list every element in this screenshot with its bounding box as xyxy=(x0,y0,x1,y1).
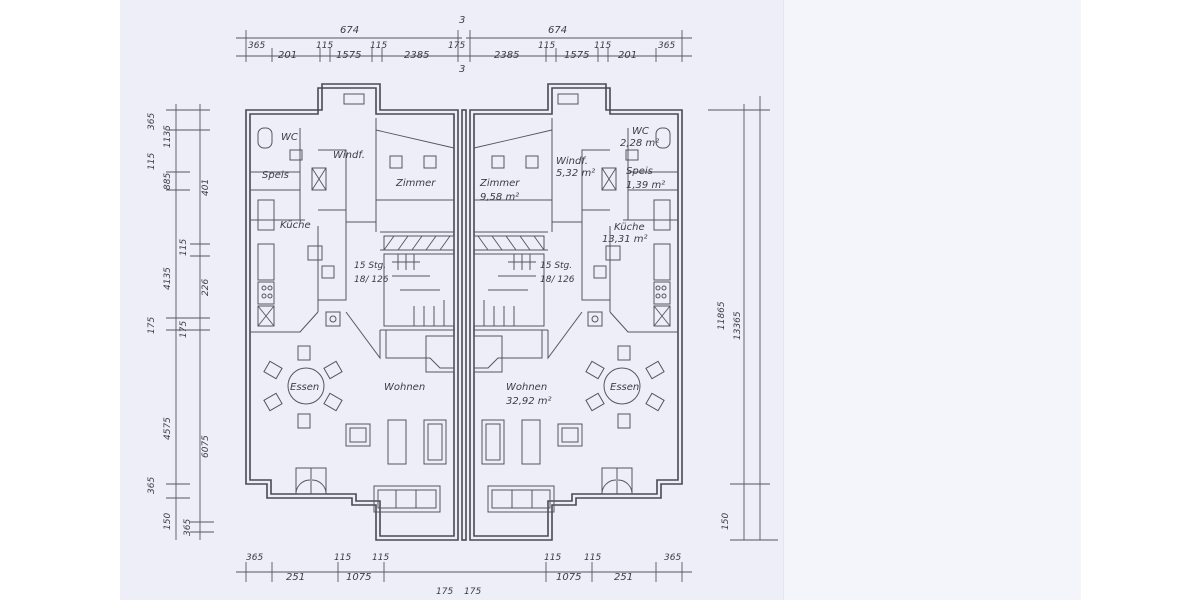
svg-text:115: 115 xyxy=(179,239,189,256)
svg-text:115: 115 xyxy=(544,553,561,563)
stair-steps-left: 15 Stg. xyxy=(354,261,386,271)
wc-toilet-left xyxy=(257,127,273,149)
svg-text:115: 115 xyxy=(370,41,387,51)
svg-text:115: 115 xyxy=(372,553,389,563)
svg-text:1075: 1075 xyxy=(346,572,371,583)
svg-text:4575: 4575 xyxy=(163,417,173,440)
svg-text:115: 115 xyxy=(147,153,157,170)
svg-text:1575: 1575 xyxy=(564,50,589,61)
svg-text:11865: 11865 xyxy=(717,301,727,330)
room-windf-left: Windf. xyxy=(333,150,365,161)
room-wc-left: WC xyxy=(281,132,298,143)
svg-text:251: 251 xyxy=(286,572,305,583)
svg-text:175: 175 xyxy=(147,317,157,334)
svg-text:13365: 13365 xyxy=(733,311,743,340)
svg-text:175: 175 xyxy=(179,321,189,338)
svg-text:251: 251 xyxy=(614,572,633,583)
svg-text:175: 175 xyxy=(464,587,481,597)
svg-text:201: 201 xyxy=(618,50,637,61)
dimension-lines xyxy=(166,30,778,582)
svg-text:365: 365 xyxy=(664,553,681,563)
svg-text:115: 115 xyxy=(334,553,351,563)
chimney-right xyxy=(557,93,579,105)
room-kueche-right: Küche xyxy=(614,222,645,233)
svg-text:115: 115 xyxy=(584,553,601,563)
room-wohnen-right-area: 32,92 m² xyxy=(506,396,552,407)
room-essen-left: Essen xyxy=(290,382,319,393)
svg-text:115: 115 xyxy=(594,41,611,51)
svg-text:365: 365 xyxy=(147,113,157,130)
room-zimmer-right-area: 9,58 m² xyxy=(480,192,519,203)
svg-text:885: 885 xyxy=(163,173,173,190)
svg-text:175: 175 xyxy=(436,587,453,597)
room-windf-right: Windf. xyxy=(556,156,588,167)
svg-text:226: 226 xyxy=(201,279,211,296)
room-wohnen-right: Wohnen xyxy=(506,382,547,393)
right-unit-interior xyxy=(473,118,678,513)
room-windf-right-area: 5,32 m² xyxy=(556,168,595,179)
blank-page xyxy=(783,0,1081,600)
svg-text:365: 365 xyxy=(147,477,157,494)
svg-text:150: 150 xyxy=(163,513,173,530)
svg-text:2385: 2385 xyxy=(494,50,519,61)
room-speis-left: Speis xyxy=(262,170,289,181)
left-unit-interior xyxy=(250,118,455,513)
svg-text:175: 175 xyxy=(448,41,465,51)
party-wall xyxy=(461,109,467,541)
room-speis-right-area: 1,39 m² xyxy=(626,180,665,191)
room-kueche-left: Küche xyxy=(280,220,311,231)
room-speis-right: Speis xyxy=(626,166,653,177)
room-wohnen-left: Wohnen xyxy=(384,382,425,393)
svg-text:201: 201 xyxy=(278,50,297,61)
chimney-left xyxy=(343,93,365,105)
room-labels: WC Windf. Speis Zimmer Küche 15 Stg. 18/… xyxy=(262,126,665,407)
dimension-labels: 674 674 3 3 365 201 115 1575 115 2385 17… xyxy=(147,15,743,597)
svg-text:1135: 1135 xyxy=(163,125,173,148)
svg-text:365: 365 xyxy=(246,553,263,563)
svg-text:6075: 6075 xyxy=(201,435,211,458)
svg-text:4135: 4135 xyxy=(163,267,173,290)
svg-text:2385: 2385 xyxy=(404,50,429,61)
svg-text:365: 365 xyxy=(658,41,675,51)
dim-top-total-left: 674 xyxy=(340,25,359,36)
dim-top-center-wall: 3 xyxy=(459,15,465,26)
room-essen-right: Essen xyxy=(610,382,639,393)
stair-ratio-right: 18/ 126 xyxy=(540,275,575,285)
room-wc-right: WC xyxy=(632,126,649,137)
stair-ratio-left: 18/ 126 xyxy=(354,275,389,285)
svg-text:115: 115 xyxy=(538,41,555,51)
room-zimmer-left: Zimmer xyxy=(395,178,436,189)
svg-text:115: 115 xyxy=(316,41,333,51)
room-zimmer-right: Zimmer xyxy=(479,178,520,189)
room-wc-right-area: 2,28 m² xyxy=(620,138,659,149)
svg-text:401: 401 xyxy=(201,179,211,196)
svg-text:1075: 1075 xyxy=(556,572,581,583)
svg-text:1575: 1575 xyxy=(336,50,361,61)
svg-text:365: 365 xyxy=(183,519,193,536)
svg-text:150: 150 xyxy=(721,513,731,530)
dim-top-center-wall-b: 3 xyxy=(459,64,465,75)
exterior-walls xyxy=(245,83,683,541)
dim-top-total-right: 674 xyxy=(548,25,567,36)
room-kueche-right-area: 13,31 m² xyxy=(602,234,648,245)
scanned-page xyxy=(120,0,783,600)
stair-steps-right: 15 Stg. xyxy=(540,261,572,271)
svg-text:365: 365 xyxy=(248,41,265,51)
